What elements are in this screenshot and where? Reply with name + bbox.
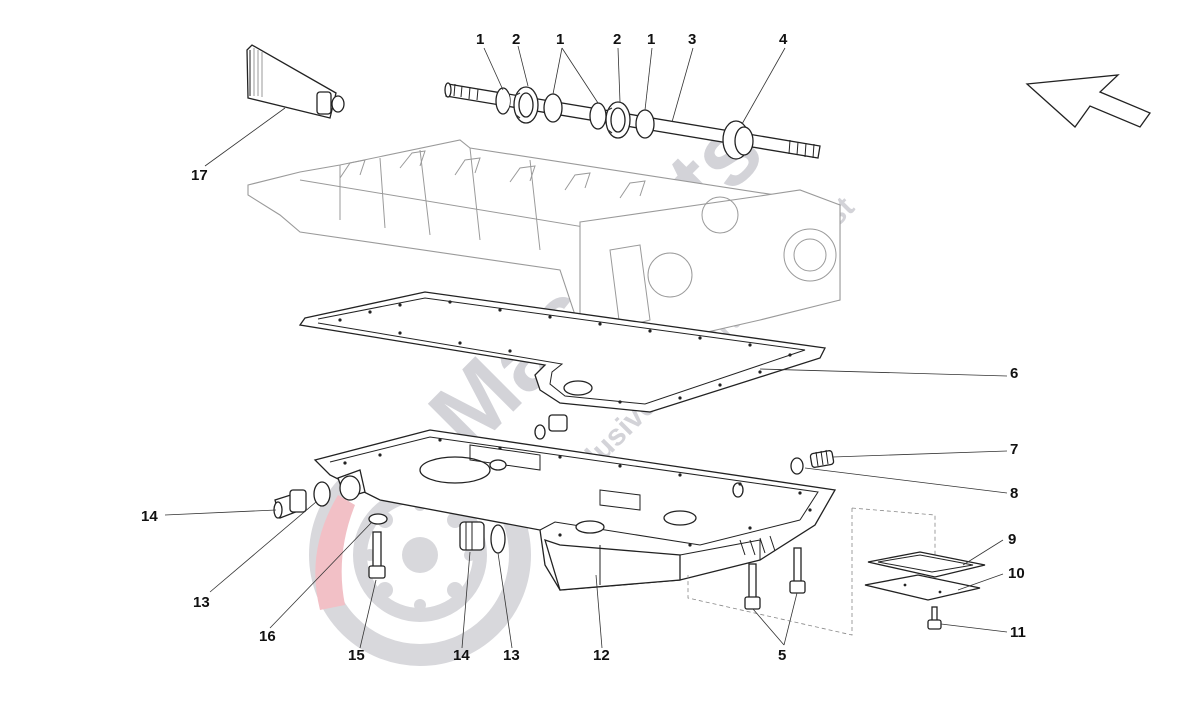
seal-4 xyxy=(722,120,754,160)
leader-lines xyxy=(164,45,1008,649)
callout-6: 6 xyxy=(1010,365,1018,382)
callout-labels: 1 2 1 2 1 3 4 17 6 7 8 14 9 10 13 11 16 … xyxy=(141,31,1026,664)
sealant-tube xyxy=(246,44,345,119)
callout-5: 5 xyxy=(778,647,786,664)
drain-plug-center xyxy=(534,414,568,440)
watermark-accent-shape xyxy=(315,495,355,610)
callout-1c: 1 xyxy=(647,31,655,48)
callout-14b: 14 xyxy=(453,647,470,664)
washer-8 xyxy=(790,457,804,475)
washer-16 xyxy=(368,513,388,525)
callout-1a: 1 xyxy=(476,31,484,48)
union-fitting-center xyxy=(459,521,485,551)
cover-plate-9 xyxy=(867,551,986,578)
circlip-1a xyxy=(495,87,511,115)
circlip-1d xyxy=(635,109,655,139)
callout-10: 10 xyxy=(1008,565,1025,582)
direction-arrow-icon xyxy=(1025,74,1152,128)
callout-2a: 2 xyxy=(512,31,520,48)
dashed-group-outline xyxy=(687,507,936,636)
screw-11 xyxy=(927,606,942,630)
union-fitting-left xyxy=(273,489,307,519)
callout-16: 16 xyxy=(259,628,276,645)
callout-11: 11 xyxy=(1010,624,1026,641)
callout-14a: 14 xyxy=(141,508,158,525)
callout-15: 15 xyxy=(348,647,365,664)
oil-pan-gasket xyxy=(298,291,826,413)
callout-2b: 2 xyxy=(613,31,621,48)
bolt-5a xyxy=(744,563,761,610)
callout-4: 4 xyxy=(779,31,788,48)
callout-8: 8 xyxy=(1010,485,1018,502)
balance-shaft-assembly xyxy=(444,82,821,160)
circlip-1b xyxy=(543,93,563,123)
callout-17: 17 xyxy=(191,167,208,184)
circlip-1c xyxy=(589,102,607,130)
callout-13b: 13 xyxy=(503,647,520,664)
callout-12: 12 xyxy=(593,647,610,664)
callout-9: 9 xyxy=(1008,531,1016,548)
drain-plug-right xyxy=(809,449,835,468)
gasket-10 xyxy=(864,574,981,601)
bearing-2a xyxy=(513,86,539,124)
bolt-5b xyxy=(789,547,806,594)
bearing-2b xyxy=(605,101,631,139)
oil-sump xyxy=(313,429,837,591)
callout-3: 3 xyxy=(688,31,696,48)
o-ring-13-center xyxy=(490,524,506,554)
callout-1b: 1 xyxy=(556,31,564,48)
callout-13a: 13 xyxy=(193,594,210,611)
engine-block xyxy=(247,139,841,346)
o-ring-13-left xyxy=(313,481,331,507)
bolt-15 xyxy=(368,531,386,579)
callout-7: 7 xyxy=(1010,441,1018,458)
